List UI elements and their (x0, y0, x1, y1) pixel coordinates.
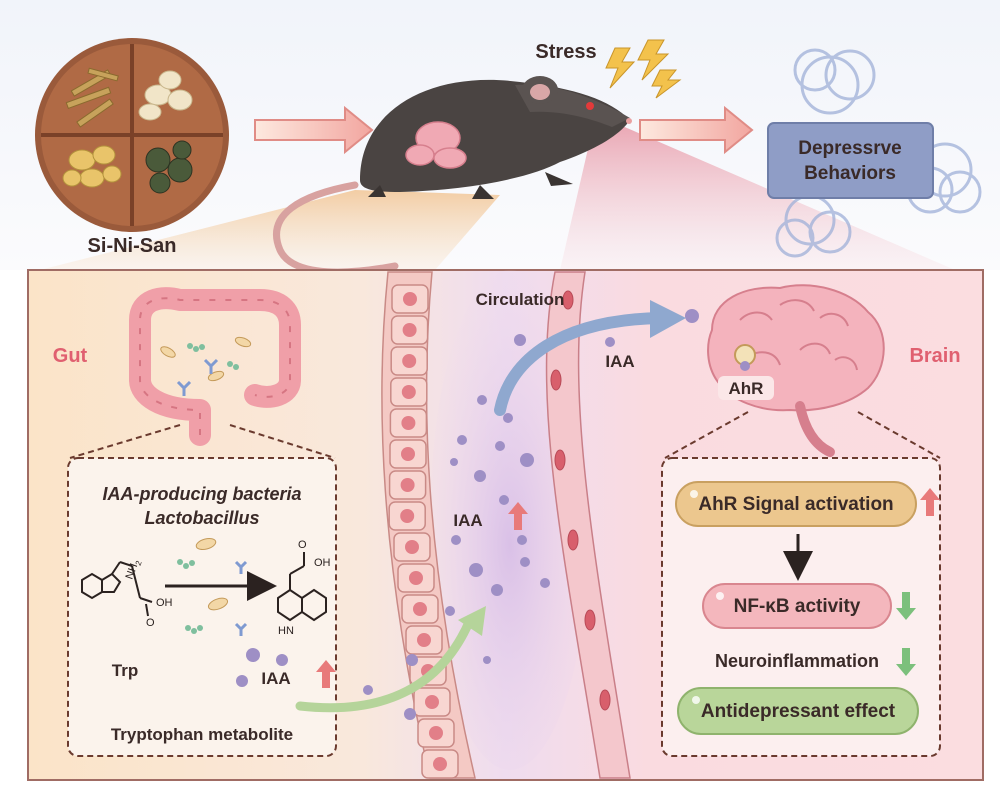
iaa-brain-label: IAA (605, 352, 634, 371)
neuroinflammation-text: Neuroinflammation (715, 651, 879, 671)
gut-iaa-label: IAA (261, 669, 290, 688)
nfkb-down-arrow (896, 592, 916, 620)
trp-label: Trp (112, 661, 138, 680)
cell-nucleus (405, 540, 419, 554)
blood-to-brain-arrowhead (650, 300, 686, 338)
cell-nucleus (401, 385, 416, 399)
trp-oh: OH (156, 597, 173, 609)
neuroinflammation-down-arrow (896, 648, 916, 676)
trp-o: O (146, 617, 155, 629)
iaa-structure (277, 552, 327, 622)
gut-iaa-particles (236, 648, 288, 687)
arrow-mouse-to-outcome (639, 105, 754, 155)
arrow-herb-to-mouse (254, 105, 374, 155)
ahr-up-arrow (920, 488, 940, 516)
ahr-activation-pill (675, 481, 917, 527)
bacteria-icon (177, 538, 248, 636)
gut-to-blood-arrowhead (458, 606, 486, 636)
metabolite-label: Tryptophan metabolite (111, 725, 293, 744)
bacteria-line1: IAA-producing bacteria (102, 484, 301, 504)
stress-label: Stress (535, 41, 596, 63)
gut-projection-cone (40, 190, 500, 270)
mouse-icon (273, 76, 632, 276)
blood-to-brain-arrow (494, 312, 666, 416)
circulation-particles (363, 309, 699, 720)
cell-nucleus (400, 509, 415, 523)
gut-label: Gut (53, 345, 88, 367)
gut-connector-right (229, 424, 336, 459)
nfkb-text: NF-κB activity (734, 596, 861, 617)
cell-nucleus (409, 571, 423, 585)
outcome-line2: Behaviors (804, 163, 896, 184)
gut-detail-box (67, 457, 337, 757)
antidepressant-pill (677, 687, 919, 735)
intestinal-epithelium (381, 271, 476, 779)
nfkb-pill (702, 583, 892, 629)
antidepressant-text: Antidepressant effect (701, 701, 896, 722)
cell-nucleus (417, 633, 431, 647)
cell-nucleus (401, 447, 415, 461)
brain-connector-right (857, 411, 941, 459)
cell-nucleus (402, 354, 417, 368)
blood-vessel-wall (545, 271, 631, 779)
outcome-line1: Depressrve (798, 138, 902, 159)
gut-iaa-up-arrow (316, 660, 336, 688)
circulation-label: Circulation (476, 290, 565, 309)
cell-nucleus (400, 478, 415, 492)
trp-nh2: NH2 (124, 557, 144, 581)
cell-nucleus (402, 323, 417, 337)
intestine-icon (129, 287, 301, 446)
iaa-hn: HN (278, 625, 294, 637)
brain-label: Brain (909, 345, 960, 367)
circulation-iaa-label: IAA (453, 511, 482, 530)
outcome-box (767, 122, 934, 199)
cell-nucleus (425, 695, 439, 709)
cell-nucleus (403, 292, 417, 306)
brain-projection-cone (560, 125, 955, 270)
brain-connector-left (664, 411, 749, 459)
cell-nucleus (413, 602, 427, 616)
trp-structure (81, 561, 153, 603)
gut-to-blood-arrow (295, 615, 475, 713)
herbal-plate-icon (35, 38, 229, 232)
cell-nucleus (401, 416, 416, 430)
gut-connector-left (69, 424, 181, 459)
herbal-label: Si-Ni-San (88, 235, 177, 257)
lightning-icon (605, 39, 682, 99)
bacteria-line2: Lactobacillus (144, 508, 259, 528)
circulation-iaa-up-arrow (508, 502, 528, 530)
iaa-oh: OH (314, 557, 331, 569)
iaa-o: O (298, 539, 307, 551)
cell-nucleus (429, 726, 443, 740)
ahr-label: AhR (729, 379, 764, 398)
cell-nucleus (433, 757, 447, 771)
ahr-activation-text: AhR Signal activation (698, 494, 893, 515)
ahr-tag (718, 376, 774, 400)
